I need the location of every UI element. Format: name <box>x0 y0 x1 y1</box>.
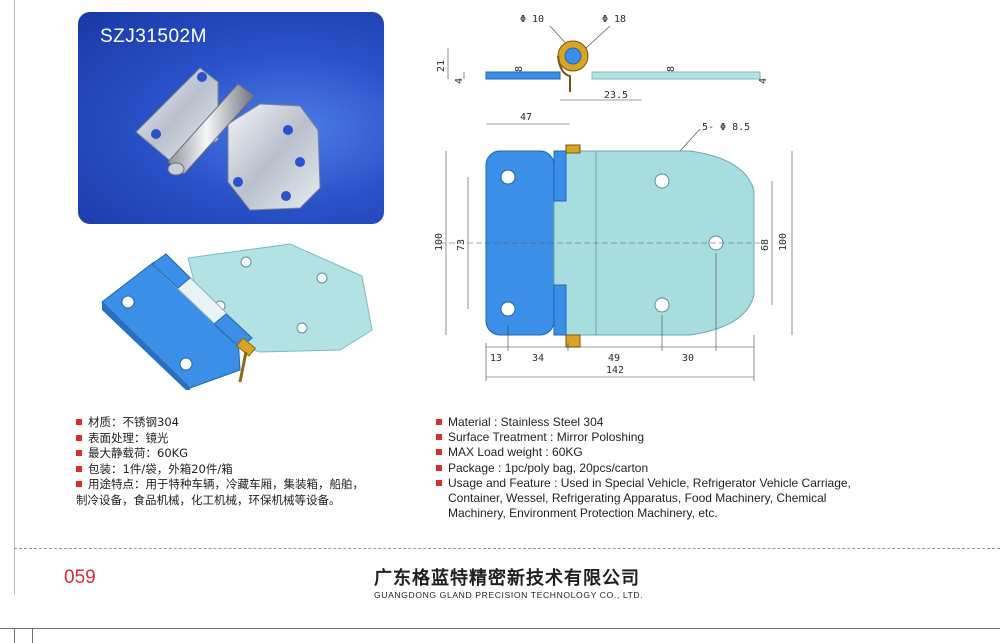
dim-w30: 30 <box>682 353 694 364</box>
bullet-marker <box>436 419 442 425</box>
spec-cn-item: 包装：1件/袋，外箱20件/箱 <box>76 462 416 478</box>
dim-height-68: 68 <box>760 239 771 251</box>
bullet-marker <box>76 481 82 487</box>
model-code: SZJ31502M <box>100 26 207 47</box>
dim-height-73: 73 <box>456 239 467 251</box>
dim-height-21: 21 <box>436 60 447 72</box>
spec-cn-item-continuation: 制冷设备，食品机械，化工机械，环保机械等设备。 <box>76 492 341 507</box>
dim-height-100-left: 100 <box>434 233 445 251</box>
hinge-isometric-view <box>101 243 373 390</box>
bullet-marker <box>436 479 442 486</box>
spec-en-item-continuation: Machinery, Environment Protection Machin… <box>448 506 718 521</box>
bullet-marker <box>436 449 442 456</box>
hinge-front-view-drawing: 5- Φ 8.5 100 73 68 100 13 34 49 30 142 <box>434 122 793 381</box>
dim-w49: 49 <box>608 353 620 364</box>
spec-en-item: Surface Treatment : Mirror Poloshing <box>436 430 956 445</box>
spec-en-item: MAX Load weight : 60KG <box>436 445 956 460</box>
spec-en-item: Usage and Feature : Used in Special Vehi… <box>436 476 956 491</box>
bottom-rule <box>0 628 1000 629</box>
company-name-english: GUANGDONG GLAND PRECISION TECHNOLOGY CO.… <box>374 590 644 600</box>
dim-offset-left: 8 <box>514 66 525 72</box>
dim-holes-callout: 5- Φ 8.5 <box>702 122 750 133</box>
footer-divider <box>14 548 1000 549</box>
dim-thick-left: 4 <box>454 78 465 84</box>
dim-hole-small: Φ 10 <box>520 14 544 25</box>
bullet-marker <box>76 450 82 456</box>
dim-hole-large: Φ 18 <box>602 14 626 25</box>
dim-thick-right: 4 <box>758 78 769 84</box>
dim-offset-right: 8 <box>666 66 677 72</box>
spec-cn-item: 最大静载荷：60KG <box>76 446 416 462</box>
spec-cn-item: 材质：不锈钢304 <box>76 415 416 431</box>
bullet-marker <box>76 419 82 425</box>
spec-en-item-continuation: Container, Wessel, Refrigerating Apparat… <box>448 491 827 506</box>
company-name-chinese: 广东格蓝特精密新技术有限公司 <box>374 568 640 589</box>
bullet-marker <box>436 464 442 471</box>
crop-mark <box>14 629 15 643</box>
page-edge-line <box>14 0 15 595</box>
spec-cn-item: 用途特点：用于特种车辆，冷藏车厢，集装箱，船舶， <box>76 477 416 493</box>
hinge-side-view-drawing: Φ 10 Φ 18 21 4 8 8 4 23.5 47 <box>436 14 769 125</box>
spec-list-chinese: 材质：不锈钢304 表面处理：镜光 最大静载荷：60KG 包装：1件/袋，外箱2… <box>76 415 416 508</box>
dim-w34: 34 <box>532 353 544 364</box>
spec-cn-item: 表面处理：镜光 <box>76 431 416 447</box>
dim-w142: 142 <box>606 365 624 376</box>
crop-mark <box>32 629 33 643</box>
spec-list-english: Material : Stainless Steel 304 Surface T… <box>436 415 956 521</box>
spec-en-item: Package : 1pc/poly bag, 20pcs/carton <box>436 461 956 476</box>
hinge-photo-illustration <box>135 67 321 211</box>
dim-height-100-right: 100 <box>778 233 789 251</box>
bullet-marker <box>436 434 442 441</box>
bullet-marker <box>76 434 82 441</box>
bullet-marker <box>76 465 82 472</box>
product-photo: SZJ31502M <box>78 12 384 224</box>
spec-en-item: Material : Stainless Steel 304 <box>436 415 956 430</box>
dim-width-47: 47 <box>520 112 532 123</box>
page-number: 059 <box>64 567 96 588</box>
dim-offset-23-5: 23.5 <box>604 90 628 101</box>
dim-w13: 13 <box>490 353 502 364</box>
